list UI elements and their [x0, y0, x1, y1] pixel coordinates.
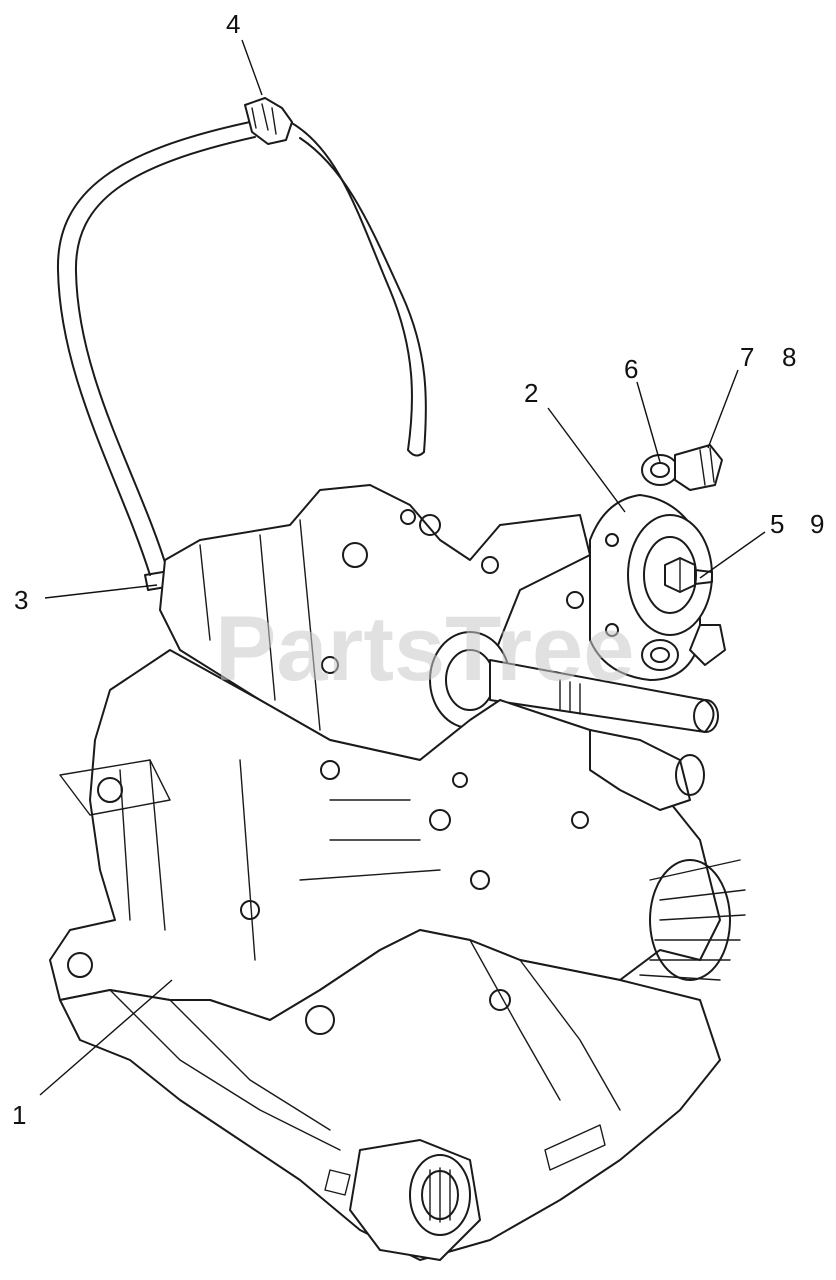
callout-4: 4 [226, 9, 240, 39]
actuator-assembly [627, 444, 726, 671]
callout-7: 7 [740, 342, 754, 372]
callout-3: 3 [14, 585, 28, 615]
leader-3 [44, 584, 158, 599]
callout-labels: 1 2 3 4 5 6 7 8 9 [12, 9, 824, 1130]
leader-7 [707, 369, 739, 449]
callout-2: 2 [524, 378, 538, 408]
leader-lines [39, 39, 766, 1096]
hose-fitting [244, 97, 293, 145]
callout-6: 6 [624, 354, 638, 384]
callout-9: 9 [810, 509, 824, 539]
leader-6 [636, 381, 661, 463]
leader-1 [39, 979, 173, 1096]
transmission-housing [49, 484, 746, 1261]
callout-5: 5 [770, 509, 784, 539]
leader-2 [547, 407, 626, 513]
leader-5 [699, 531, 766, 579]
callout-8: 8 [782, 342, 796, 372]
leader-4 [241, 39, 263, 96]
callout-1: 1 [12, 1100, 26, 1130]
watermark: PartsTree [215, 598, 634, 700]
